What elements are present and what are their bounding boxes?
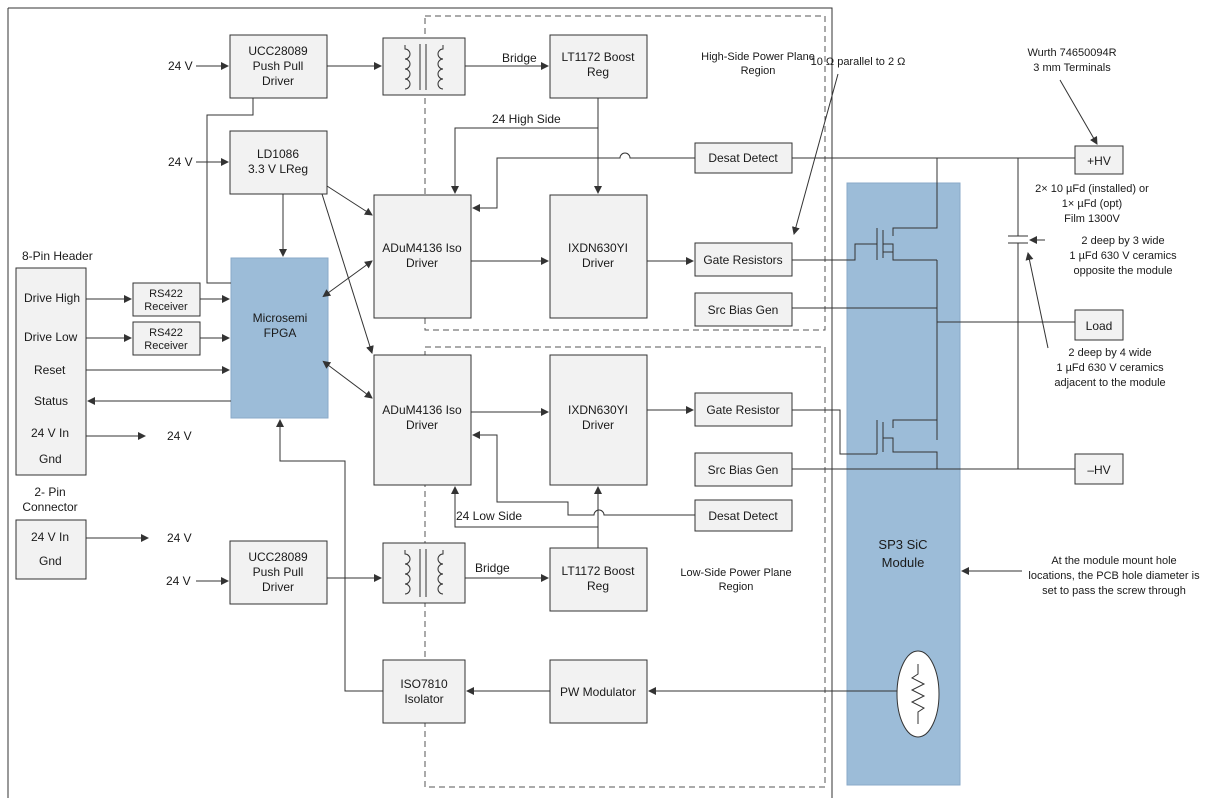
high-side-region: [424, 15, 826, 331]
bridge-label: Bridge: [502, 51, 537, 65]
v24-label: 24 V: [166, 574, 191, 588]
lt1172-top: [549, 34, 648, 99]
iso7810-isolator: [382, 659, 466, 724]
src-bias-gen-top: [694, 292, 793, 327]
conn-24v-in: 24 V In: [31, 530, 69, 544]
plus-hv-label: +HV: [1087, 154, 1111, 168]
low-side-label: 24 Low Side: [456, 509, 522, 523]
src-bias-top-label: Src Bias Gen: [708, 303, 779, 317]
high-side-label: 24 High Side: [492, 112, 561, 126]
pin-gnd: Gnd: [39, 452, 62, 466]
parallel-resistor-note: 10 Ω parallel to 2 Ω: [811, 56, 906, 68]
pin-status: Status: [34, 394, 68, 408]
resistor-zigzag-icon: [910, 664, 926, 724]
ucc28089-top: [229, 34, 328, 99]
bridge-label: Bridge: [475, 561, 510, 575]
pin-24v-in: 24 V In: [31, 426, 69, 440]
gate-resistor-bottom: [694, 392, 793, 427]
v24-label: 24 V: [168, 59, 193, 73]
terminal-minus-hv: [1074, 453, 1124, 485]
desat-bot-label: Desat Detect: [708, 509, 778, 523]
pin-drive-high: Drive High: [24, 291, 80, 305]
src-bias-bot-label: Src Bias Gen: [708, 463, 779, 477]
v24-label: 24 V: [167, 531, 192, 545]
rs422-receiver-1: [132, 282, 201, 317]
ixdn630yi-top: [549, 194, 648, 319]
adum4136-top: [373, 194, 472, 319]
load-label: Load: [1086, 319, 1113, 333]
pin-reset: Reset: [34, 363, 66, 377]
transformer-top: [382, 37, 466, 96]
header8-title: 8-Pin Header: [22, 249, 93, 263]
transformer-bottom: [382, 542, 466, 604]
winding-icon: [437, 550, 444, 595]
minus-hv-label: –HV: [1087, 463, 1110, 477]
ld1086-regulator: [229, 130, 328, 195]
winding-icon: [437, 45, 444, 90]
pin-drive-low: Drive Low: [24, 330, 78, 344]
winding-icon: [404, 550, 411, 595]
desat-detect-top: [694, 142, 793, 174]
terminal-load: [1074, 309, 1124, 341]
v24-label: 24 V: [167, 429, 192, 443]
terminal-plus-hv: [1074, 145, 1124, 175]
v24-label: 24 V: [168, 155, 193, 169]
conn-gnd: Gnd: [39, 554, 62, 568]
pw-modulator: [549, 659, 648, 724]
ucc28089-bottom: [229, 540, 328, 605]
microsemi-fpga: [230, 257, 329, 419]
desat-top-label: Desat Detect: [708, 151, 778, 165]
adum4136-bottom: [373, 354, 472, 486]
ixdn630yi-bottom: [549, 354, 648, 486]
lt1172-bottom: [549, 547, 648, 612]
rs422-receiver-2: [132, 321, 201, 356]
pw-mod-label: PW Modulator: [560, 685, 636, 699]
thermistor-icon: [896, 650, 940, 738]
board-outline: [8, 7, 833, 798]
gate-res-bot-label: Gate Resistor: [706, 403, 779, 417]
winding-icon: [404, 45, 411, 90]
gate-res-top-label: Gate Resistors: [703, 253, 782, 267]
connector-2pin: [15, 519, 87, 580]
header-8pin: [15, 267, 87, 476]
